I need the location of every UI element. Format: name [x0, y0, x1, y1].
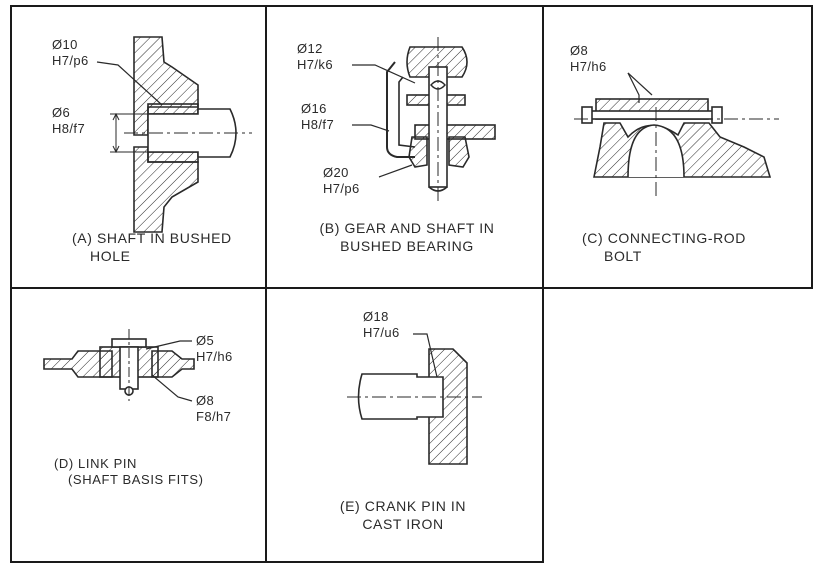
panel-d-fit2-dia: Ø8 [196, 393, 215, 408]
panel-d-fit1-tol: H7/h6 [196, 349, 233, 364]
panel-d-link-pin: Ø5 H7/h6 Ø8 F8/h7 (D) LINK PIN (SHAFT BA… [10, 287, 267, 563]
panel-d-fit2-tol: F8/h7 [196, 409, 232, 424]
panel-a-drawing [96, 36, 252, 233]
panel-d-caption-line1: (D) LINK PIN [54, 456, 138, 471]
panel-a-shaft-in-bushed-hole: Ø10 H7/p6 Ø6 H8/f7 (A) SHAFT IN BUSHED H… [10, 5, 267, 289]
panel-c-drawing [574, 72, 779, 197]
panel-c-caption-line2: BOLT [604, 248, 642, 264]
panel-e-fit1-dia: Ø18 [363, 309, 389, 324]
panel-b-caption-line1: (B) GEAR AND SHAFT IN [319, 220, 495, 236]
panel-b-fit2-dia: Ø16 [301, 101, 327, 116]
panel-e-caption-line1: (E) CRANK PIN IN [339, 498, 467, 514]
panel-c-fit1-tol: H7/h6 [570, 59, 607, 74]
panel-c-caption-line1: (C) CONNECTING-ROD [582, 230, 747, 246]
panel-b-gear-and-shaft: Ø12 H7/k6 Ø16 H8/f7 Ø20 H7/p6 (B) GEAR A… [265, 5, 544, 289]
panel-a-fit1-dia: Ø10 [52, 37, 78, 52]
panel-e-caption-line2: CAST IRON [362, 516, 444, 532]
panel-c-fit1-dia: Ø8 [570, 43, 589, 58]
panel-b-fit3-tol: H7/p6 [323, 181, 360, 196]
panel-a-caption-line1: (A) SHAFT IN BUSHED [72, 230, 232, 246]
panel-e-fit1-tol: H7/u6 [363, 325, 400, 340]
panel-d-caption-line2: (SHAFT BASIS FITS) [68, 472, 204, 487]
panel-d-fit1-dia: Ø5 [196, 333, 215, 348]
panel-e-drawing [347, 333, 482, 465]
panel-b-fit2-tol: H8/f7 [301, 117, 335, 132]
panel-e-crank-pin: Ø18 H7/u6 (E) CRANK PIN IN CAST IRON [265, 287, 544, 563]
panel-a-caption-line2: HOLE [90, 248, 131, 264]
panel-a-fit1-tol: H7/p6 [52, 53, 89, 68]
panel-c-connecting-rod-bolt: Ø8 H7/h6 (C) CONNECTING-ROD BOLT [542, 5, 813, 289]
panel-d-drawing [43, 329, 195, 402]
panel-b-fit1-tol: H7/k6 [297, 57, 333, 72]
panel-a-fit2-dia: Ø6 [52, 105, 71, 120]
panel-a-fit2-tol: H8/f7 [52, 121, 86, 136]
panel-b-drawing [352, 37, 496, 203]
panel-b-fit3-dia: Ø20 [323, 165, 349, 180]
panel-b-caption-line2: BUSHED BEARING [340, 238, 474, 254]
panel-b-fit1-dia: Ø12 [297, 41, 323, 56]
